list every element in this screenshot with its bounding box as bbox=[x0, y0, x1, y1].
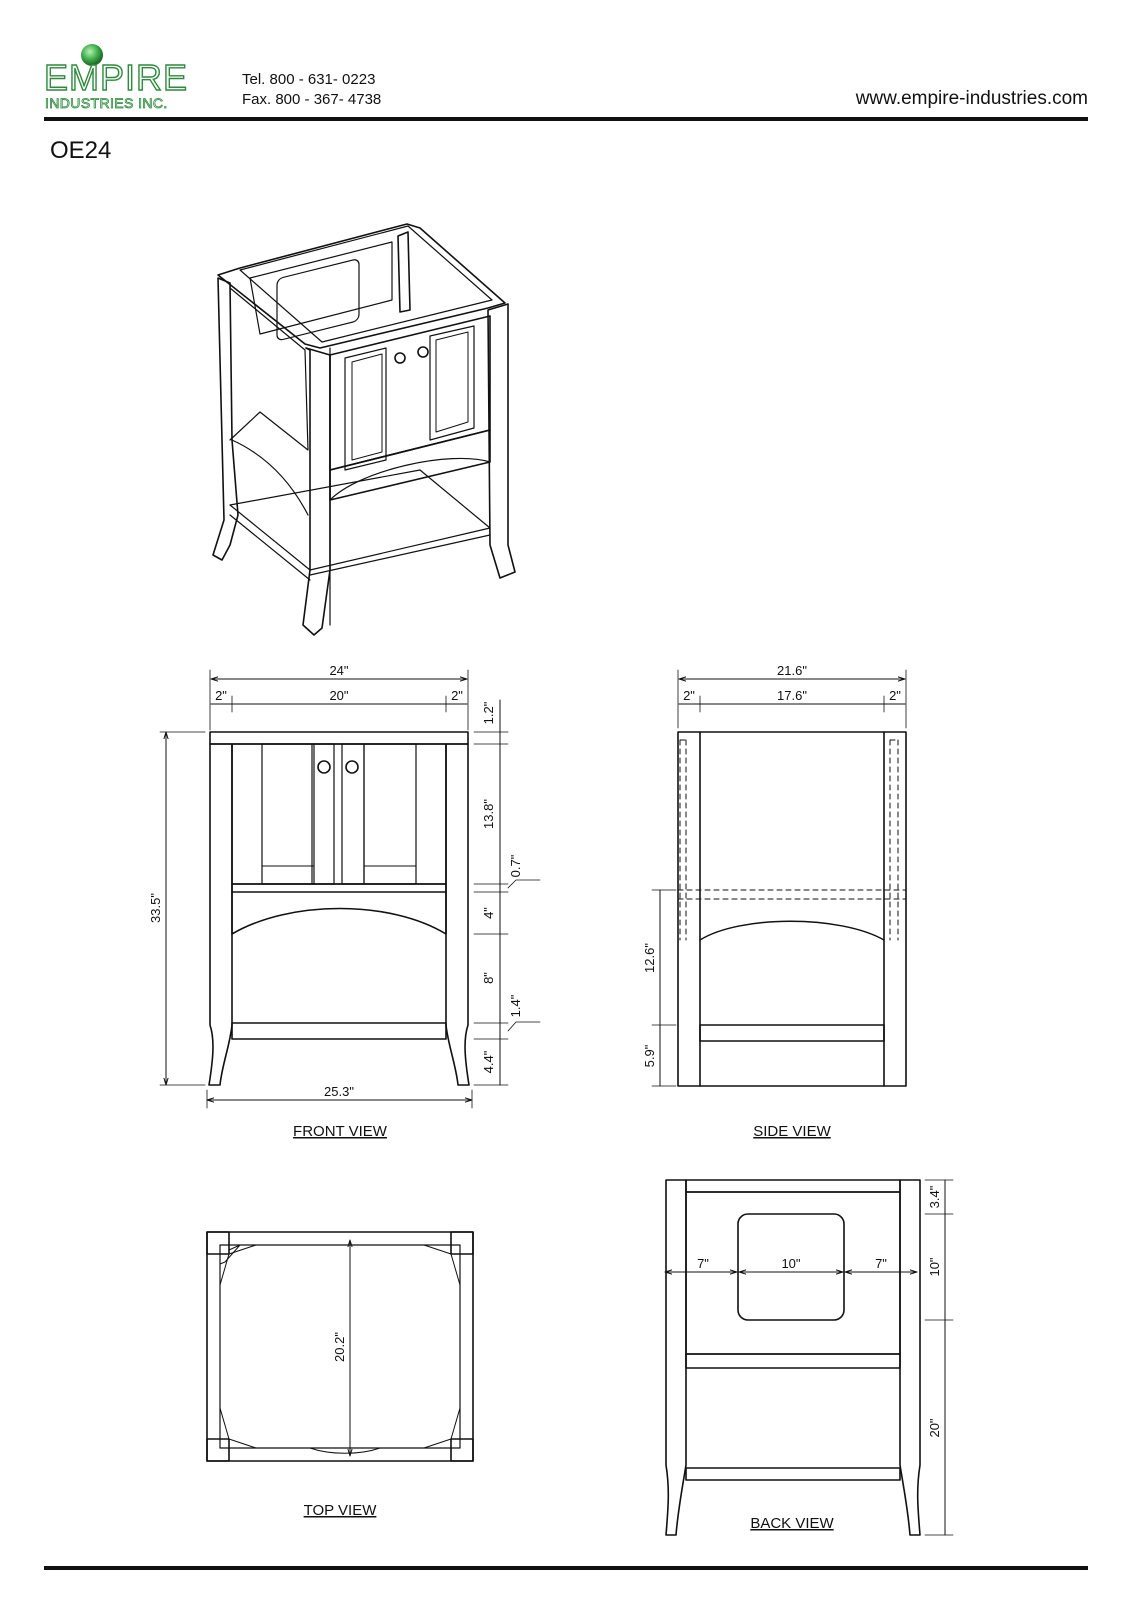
website-url[interactable]: www.empire-industries.com bbox=[855, 88, 1088, 109]
side-dim-lower: 5.9" bbox=[642, 1044, 657, 1067]
front-dim-height: 33.5" bbox=[148, 893, 163, 923]
top-view bbox=[206, 1231, 474, 1462]
front-dim-width: 24" bbox=[329, 663, 348, 678]
model-number: OE24 bbox=[50, 137, 112, 164]
back-dim-right: 7" bbox=[875, 1256, 887, 1271]
header-rule bbox=[44, 117, 1088, 121]
back-dim-left: 7" bbox=[697, 1256, 709, 1271]
logo-wordmark: EMPIRE bbox=[43, 57, 189, 98]
top-view-label: TOP VIEW bbox=[304, 1502, 378, 1519]
back-dim-cutout-height: 10" bbox=[927, 1257, 942, 1276]
back-dim-cutout: 10" bbox=[781, 1256, 800, 1271]
front-view-label: FRONT VIEW bbox=[293, 1123, 388, 1140]
front-dim-left-leg: 2" bbox=[215, 688, 227, 703]
side-dim-left-leg: 2" bbox=[683, 688, 695, 703]
back-view-label: BACK VIEW bbox=[750, 1515, 834, 1532]
front-dim-shelf: 1.4" bbox=[508, 994, 523, 1017]
side-dim-inner: 17.6" bbox=[777, 688, 807, 703]
front-view bbox=[159, 669, 541, 1109]
front-dim-apron: 4" bbox=[481, 907, 496, 919]
side-dim-depth: 21.6" bbox=[777, 663, 807, 678]
front-dim-top: 1.2" bbox=[481, 701, 496, 724]
back-dim-lower: 20" bbox=[927, 1418, 942, 1437]
front-dim-right-leg: 2" bbox=[451, 688, 463, 703]
front-dim-inner: 20" bbox=[329, 688, 348, 703]
footer-rule bbox=[44, 1566, 1088, 1570]
logo-subtitle: INDUSTRIES INC. bbox=[45, 95, 168, 111]
side-view bbox=[651, 669, 907, 1087]
front-dim-foot: 4.4" bbox=[481, 1050, 496, 1073]
contact-info: Tel. 800 - 631- 0223 Fax. 800 - 367- 473… bbox=[242, 70, 381, 110]
back-view bbox=[664, 1179, 954, 1536]
front-dim-opening: 8" bbox=[481, 972, 496, 984]
side-dim-right-leg: 2" bbox=[889, 688, 901, 703]
front-dim-doors: 13.8" bbox=[481, 799, 496, 829]
logo-globe-icon bbox=[81, 44, 103, 66]
side-view-label: SIDE VIEW bbox=[753, 1123, 831, 1140]
fax-number: Fax. 800 - 367- 4738 bbox=[242, 91, 382, 108]
isometric-view bbox=[212, 223, 516, 636]
top-dim-depth: 20.2" bbox=[332, 1332, 347, 1362]
back-dim-top-gap: 3.4" bbox=[927, 1185, 942, 1208]
front-dim-gap: 0.7" bbox=[508, 854, 523, 877]
front-dim-base-width: 25.3" bbox=[324, 1084, 354, 1099]
side-dim-upper: 12.6" bbox=[642, 943, 657, 973]
empire-logo: EMPIRE INDUSTRIES INC. bbox=[43, 42, 234, 112]
tel-number: Tel. 800 - 631- 0223 bbox=[242, 71, 376, 88]
